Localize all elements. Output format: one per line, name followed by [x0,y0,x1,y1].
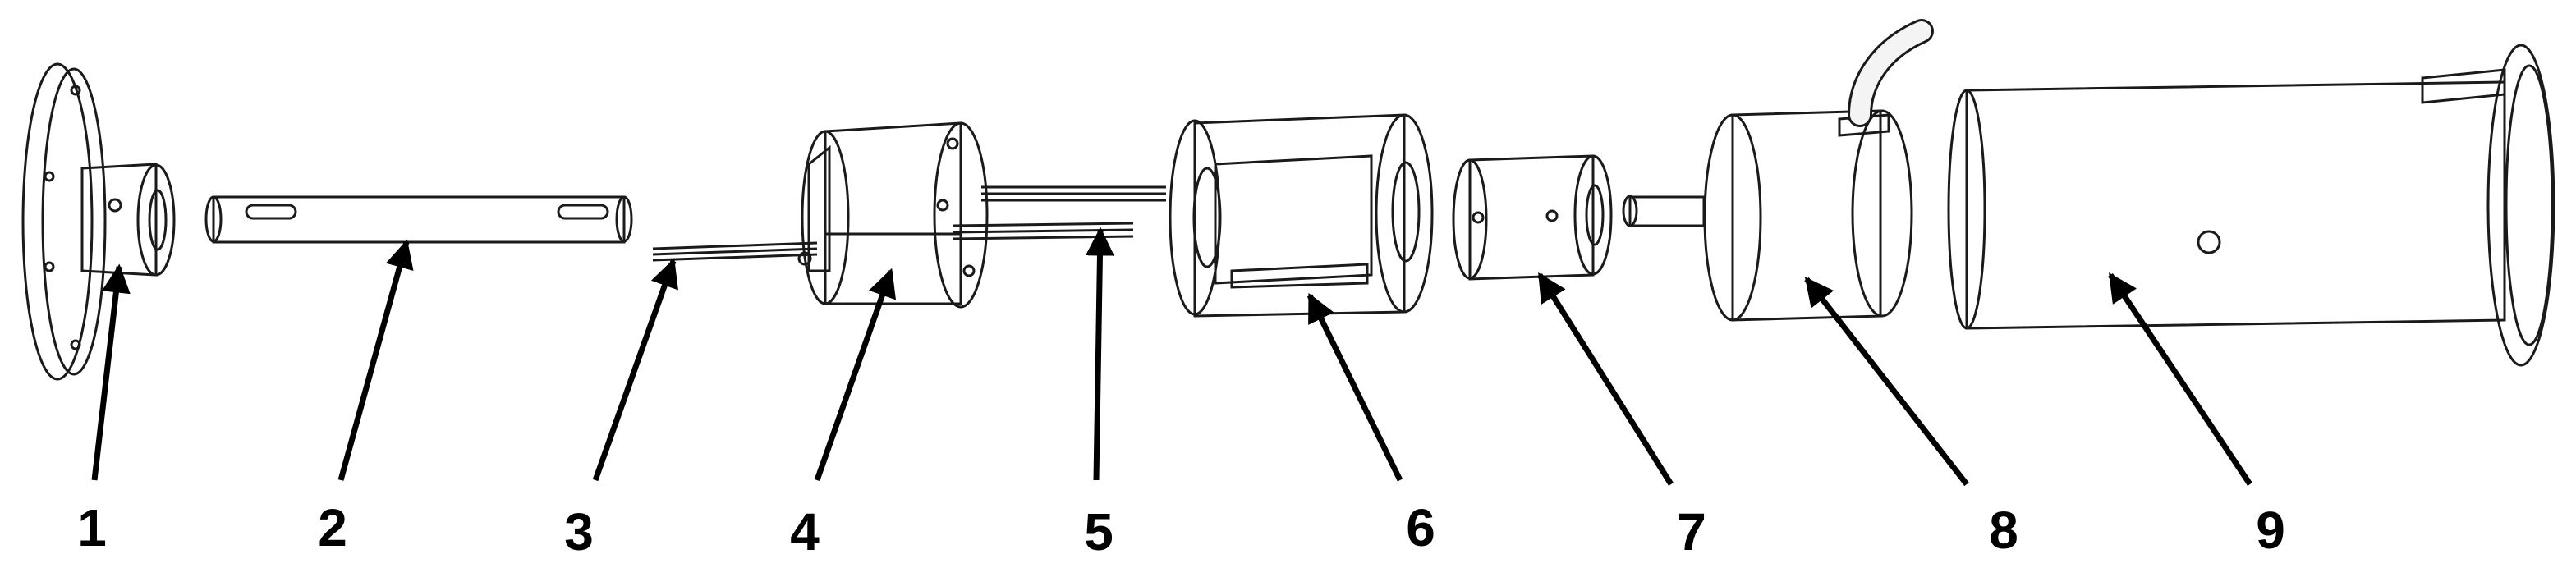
leader-3 [592,258,678,482]
part-7-coupling [1452,154,1613,281]
label-part-8: 8 [1989,501,2018,560]
leader-9 [2108,272,2252,486]
leader-5 [1085,227,1114,481]
label-part-4: 4 [790,502,820,561]
part-4-body [797,121,989,309]
label-part-9: 9 [2256,501,2285,560]
leader-7 [1537,272,1674,486]
part-9-sleeve [1947,44,2555,367]
part-8-encoder [1622,19,1934,322]
leader-lines [91,227,2252,487]
part-5-pins [952,185,1166,240]
part-3-wire-bundle [652,241,818,262]
label-part-1: 1 [77,498,107,557]
label-part-5: 5 [1084,502,1114,561]
leader-8 [1804,277,1969,487]
label-part-7: 7 [1677,502,1706,561]
part-2-shaft [204,195,633,244]
leader-4 [814,268,897,482]
part-labels: 1 2 3 4 5 6 7 8 9 [77,498,2285,561]
label-part-2: 2 [318,498,347,557]
leader-2 [337,239,414,481]
label-part-6: 6 [1406,498,1435,557]
leader-6 [1306,292,1403,482]
label-part-3: 3 [564,502,594,561]
part-1-flange [21,62,176,381]
part-6-housing [1169,113,1434,318]
leader-1 [91,263,131,481]
